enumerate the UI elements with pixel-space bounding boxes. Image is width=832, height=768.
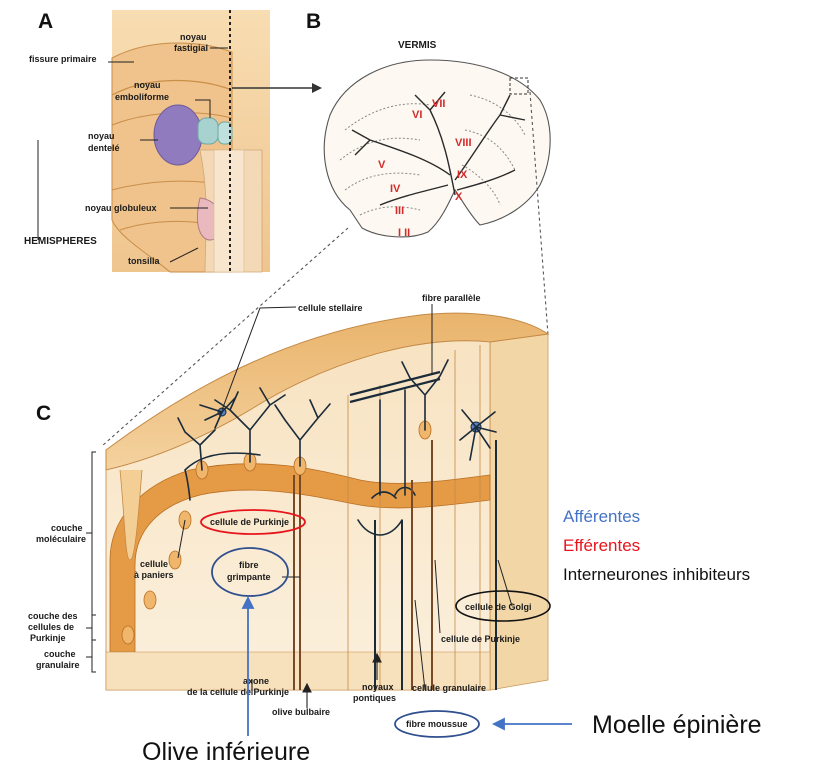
vermis-outline	[323, 59, 551, 238]
label-hemispheres: HEMISPHERES	[24, 236, 97, 247]
lobule-i-ii: I II	[398, 227, 410, 239]
label-axone: axone	[243, 676, 269, 686]
panel-a: A fissure primaire noyau fastigial noyau…	[24, 10, 270, 273]
panel-label-a: A	[38, 10, 53, 33]
lobule-iii: III	[395, 205, 404, 217]
svg-text:fastigial: fastigial	[174, 43, 208, 53]
ellipse-purkinje-efferent	[200, 509, 306, 535]
lobule-vi: VI	[412, 109, 422, 121]
label-fissure-primaire: fissure primaire	[29, 54, 97, 64]
lobule-v: V	[378, 159, 386, 171]
label-olive-bulbaire: olive bulbaire	[272, 707, 330, 717]
label-vermis: VERMIS	[398, 40, 437, 51]
label-cellule-granulaire: cellule granulaire	[412, 683, 486, 693]
svg-text:dentelé: dentelé	[88, 143, 120, 153]
label-noyau-dentele: noyau	[88, 131, 115, 141]
legend-interneurones: Interneurones inhibiteurs	[563, 565, 750, 584]
dentate-nucleus	[153, 104, 203, 166]
svg-text:emboliforme: emboliforme	[115, 92, 169, 102]
label-cellule-stellaire: cellule stellaire	[298, 303, 363, 313]
svg-text:moléculaire: moléculaire	[36, 534, 86, 544]
label-noyau-emboliforme: noyau	[134, 80, 161, 90]
ellipse-golgi-interneuron	[455, 590, 551, 622]
annotation-olive-inferieure: Olive inférieure	[142, 738, 310, 766]
label-cellule-paniers: cellule	[140, 559, 168, 569]
svg-text:granulaire: granulaire	[36, 660, 80, 670]
svg-text:Purkinje: Purkinje	[30, 633, 66, 643]
svg-text:à paniers: à paniers	[134, 570, 174, 580]
label-noyau-fastigial: noyau	[180, 32, 207, 42]
svg-text:pontiques: pontiques	[353, 693, 396, 703]
stellate-cell	[199, 397, 236, 429]
panel-label-b: B	[306, 10, 321, 33]
label-noyaux-pontiques: noyaux	[362, 682, 394, 692]
svg-text:cellules de: cellules de	[28, 622, 74, 632]
panel-b: B VERMIS VII VI VIII V	[306, 10, 551, 239]
legend-efferentes: Efférentes	[563, 536, 640, 555]
legend: Afférentes Efférentes Interneurones inhi…	[563, 507, 750, 584]
label-cellule-golgi: cellule de Golgi	[465, 602, 532, 612]
label-fibre-moussue: fibre moussue	[406, 719, 468, 729]
golgi-cell	[459, 409, 497, 461]
ellipse-fibre-moussue-afferent	[394, 710, 480, 738]
ellipse-fibre-grimpante-afferent	[211, 547, 289, 597]
label-noyau-globuleux: noyau globuleux	[85, 203, 157, 213]
purkinje-dendrites	[177, 359, 449, 471]
label-fibre-parallele: fibre parallèle	[422, 293, 481, 303]
emboliform-nucleus	[197, 117, 219, 145]
lobule-viii: VIII	[455, 137, 472, 149]
panel-c: C	[28, 293, 572, 738]
label-cellule-purkinje-right: cellule de Purkinje	[441, 634, 520, 644]
panel-label-c: C	[36, 402, 51, 425]
svg-text:grimpante: grimpante	[227, 572, 271, 582]
lobule-iv: IV	[390, 183, 401, 195]
label-couche-purkinje: couche des	[28, 611, 78, 621]
label-couche-granulaire: couche	[44, 649, 76, 659]
lobule-vii: VII	[432, 98, 445, 110]
lobule-x: X	[455, 191, 463, 203]
granule-cells	[357, 389, 416, 536]
label-fibre-grimpante: fibre	[239, 560, 259, 570]
purkinje-layer-band	[109, 463, 491, 653]
label-cellule-purkinje: cellule de Purkinje	[210, 517, 289, 527]
basket-cell	[184, 452, 261, 501]
lobule-ix: IX	[457, 169, 468, 181]
label-tonsilla: tonsilla	[128, 256, 160, 266]
legend-afferentes: Afférentes	[563, 507, 640, 526]
label-couche-moleculaire: couche	[51, 523, 83, 533]
annotation-moelle-epiniere: Moelle épinière	[592, 711, 762, 739]
svg-text:de la cellule de Purkinje: de la cellule de Purkinje	[187, 687, 289, 697]
